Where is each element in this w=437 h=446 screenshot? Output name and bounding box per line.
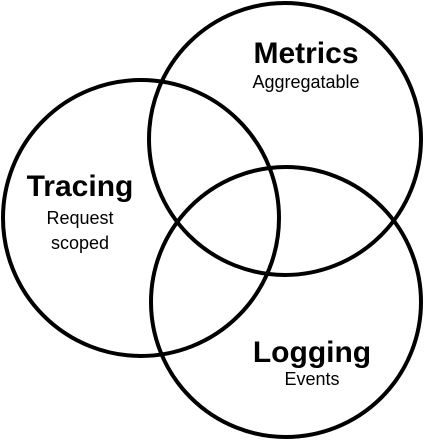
metrics-title: Metrics [253,37,358,70]
tracing-title: Tracing [27,170,134,203]
metrics-circle [147,1,423,277]
logging-circle [149,165,423,439]
metrics-subtitle: Aggregatable [252,72,359,92]
tracing-subtitle-line-1: Request [46,208,113,228]
tracing-subtitle-line-2: scoped [51,233,109,253]
logging-title: Logging [253,336,371,369]
tracing-circle [1,78,281,358]
logging-subtitle: Events [284,369,339,389]
